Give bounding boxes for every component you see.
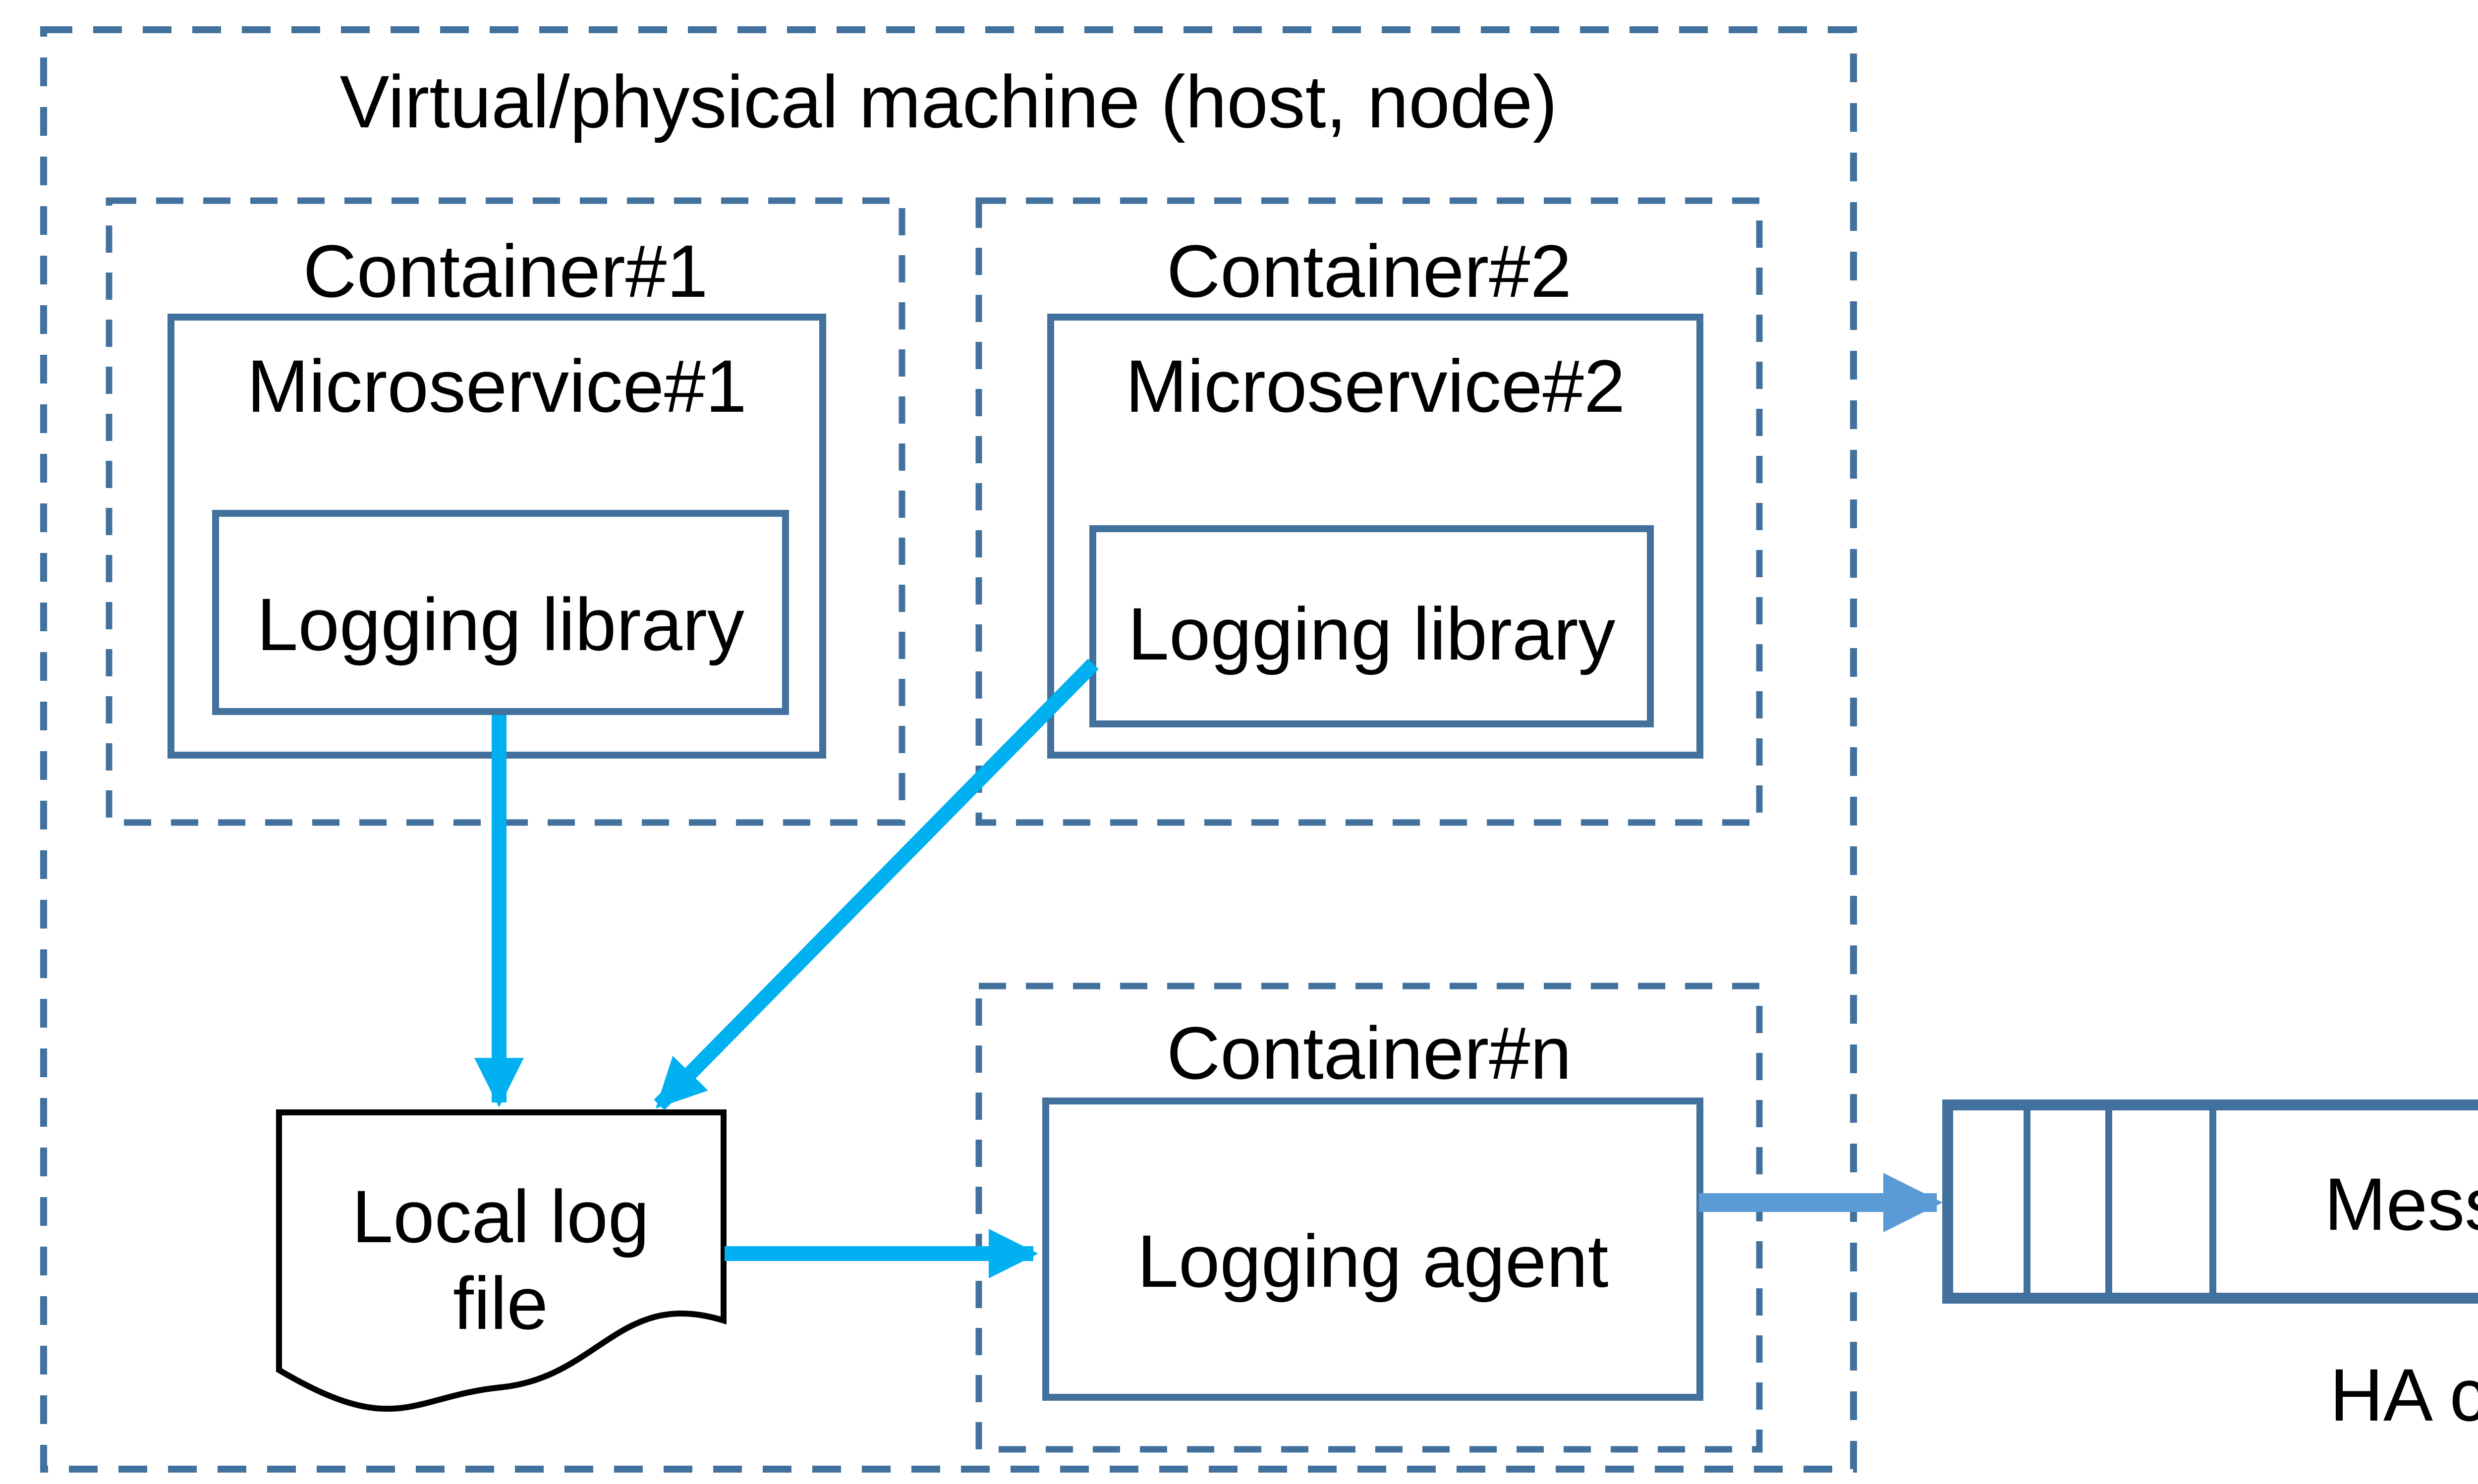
machine-title: Virtual/physical machine (host, node) [339, 60, 1558, 143]
microservice2-label: Microservice#2 [1125, 344, 1626, 428]
logging-library1-label: Logging library [257, 583, 744, 666]
message-broker-label: Message broker [2324, 1162, 2478, 1246]
container2-label: Container#2 [1166, 229, 1572, 313]
logging-agent-label: Logging agent [1137, 1219, 1609, 1303]
container-n-label: Container#n [1166, 1011, 1572, 1095]
container1-label: Container#1 [303, 229, 708, 313]
logging-library2-label: Logging library [1127, 592, 1616, 675]
microservice1-label: Microservice#1 [247, 344, 747, 428]
local-log-file-label: Local log file [351, 1175, 650, 1345]
ha-clusters-label: HA clusters [2329, 1353, 2478, 1436]
